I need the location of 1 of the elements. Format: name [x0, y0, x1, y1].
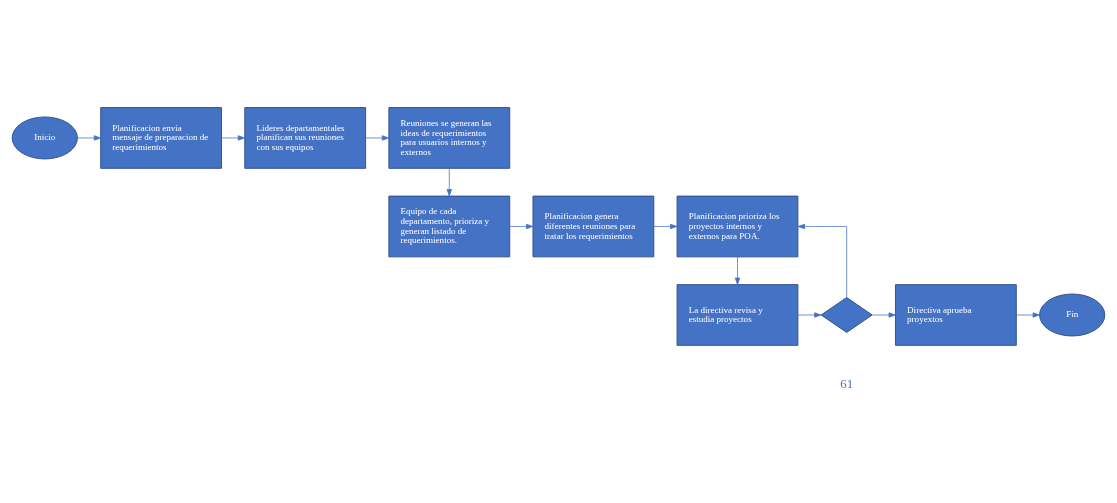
label: 61	[840, 375, 854, 391]
